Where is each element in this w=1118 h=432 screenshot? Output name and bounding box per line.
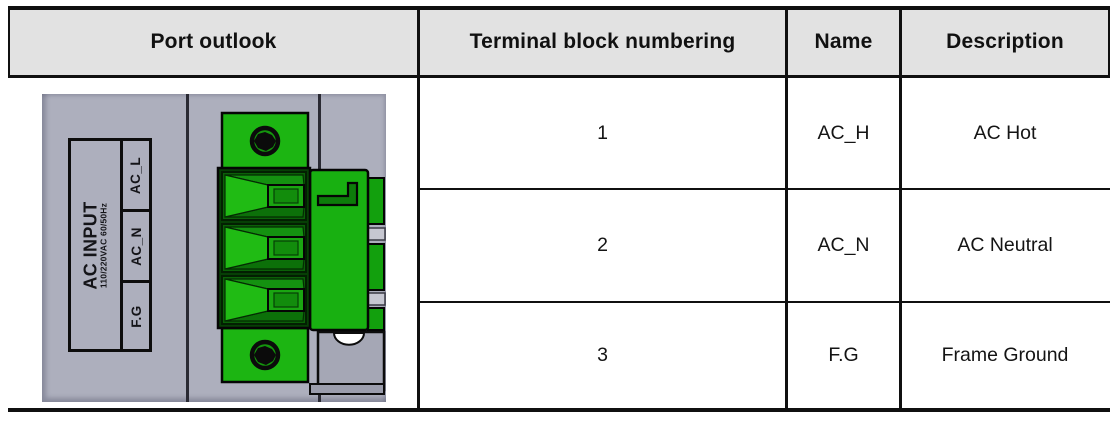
cell-row3-number: 3 bbox=[420, 303, 785, 408]
row1-number: 1 bbox=[597, 121, 608, 144]
header-right-border bbox=[1108, 6, 1110, 78]
panel-groove-right-bottom bbox=[318, 394, 321, 402]
header-name: Name bbox=[788, 9, 899, 75]
header-description: Description bbox=[902, 9, 1108, 75]
cell-row2-name: AC_N bbox=[788, 190, 899, 301]
panel-groove-left bbox=[186, 94, 189, 402]
connector-bottom-flange bbox=[220, 326, 310, 384]
side-block-latch-mark bbox=[316, 181, 359, 207]
table-top-border bbox=[8, 6, 1110, 10]
header-description-label: Description bbox=[946, 30, 1064, 53]
header-name-label: Name bbox=[814, 30, 873, 53]
cell-row2-description: AC Neutral bbox=[902, 190, 1108, 301]
screw-bottom bbox=[254, 346, 276, 365]
label-box-divider bbox=[120, 141, 123, 349]
header-terminal-block-numbering: Terminal block numbering bbox=[420, 9, 785, 75]
terminal-opening-1 bbox=[221, 171, 307, 221]
cell-row2-number: 2 bbox=[420, 190, 785, 301]
row3-number: 3 bbox=[597, 344, 608, 366]
column-divider-2 bbox=[785, 6, 788, 410]
panel-step-block bbox=[309, 330, 386, 395]
connector-top-flange bbox=[220, 111, 310, 172]
cell-row1-name: AC_H bbox=[788, 78, 899, 188]
row-separator-1 bbox=[419, 188, 1110, 190]
column-divider-3 bbox=[899, 6, 902, 410]
terminal-opening-2 bbox=[221, 223, 307, 273]
row2-description: AC Neutral bbox=[957, 234, 1053, 256]
header-port-outlook-label: Port outlook bbox=[150, 30, 277, 53]
ac-input-port-image: AC INPUT 110/220VAC 60/50Hz AC_L AC_N F.… bbox=[42, 94, 386, 402]
row3-description: Frame Ground bbox=[941, 344, 1069, 366]
panel-groove-right-top bbox=[318, 94, 321, 172]
cell-row1-description: AC Hot bbox=[902, 78, 1108, 188]
header-port-outlook: Port outlook bbox=[10, 9, 417, 75]
label-box-row-divider-1 bbox=[120, 209, 149, 212]
cell-row3-description: Frame Ground bbox=[902, 303, 1108, 408]
row2-number: 2 bbox=[597, 234, 608, 256]
column-divider-1 bbox=[417, 6, 420, 410]
header-terminal-block-numbering-label: Terminal block numbering bbox=[469, 30, 736, 53]
row3-name: F.G bbox=[828, 344, 859, 366]
screw-top bbox=[254, 132, 276, 151]
cell-row3-name: F.G bbox=[788, 303, 899, 408]
header-bottom-border bbox=[8, 75, 1110, 78]
ac-input-label-box: AC INPUT 110/220VAC 60/50Hz AC_L AC_N F.… bbox=[68, 138, 152, 352]
cell-row1-number: 1 bbox=[420, 78, 785, 188]
terminal-block-connector-graphic bbox=[216, 111, 386, 395]
row1-name: AC_H bbox=[817, 121, 870, 144]
label-box-row-divider-2 bbox=[120, 280, 149, 283]
connector-side-block bbox=[308, 168, 386, 332]
connector-terminal-body bbox=[216, 166, 312, 330]
row1-description: AC Hot bbox=[973, 121, 1037, 144]
row-separator-2 bbox=[419, 301, 1110, 303]
table-bottom-border bbox=[8, 408, 1110, 412]
header-left-border bbox=[8, 6, 10, 78]
row2-name: AC_N bbox=[817, 234, 870, 256]
terminal-opening-3 bbox=[221, 275, 307, 325]
